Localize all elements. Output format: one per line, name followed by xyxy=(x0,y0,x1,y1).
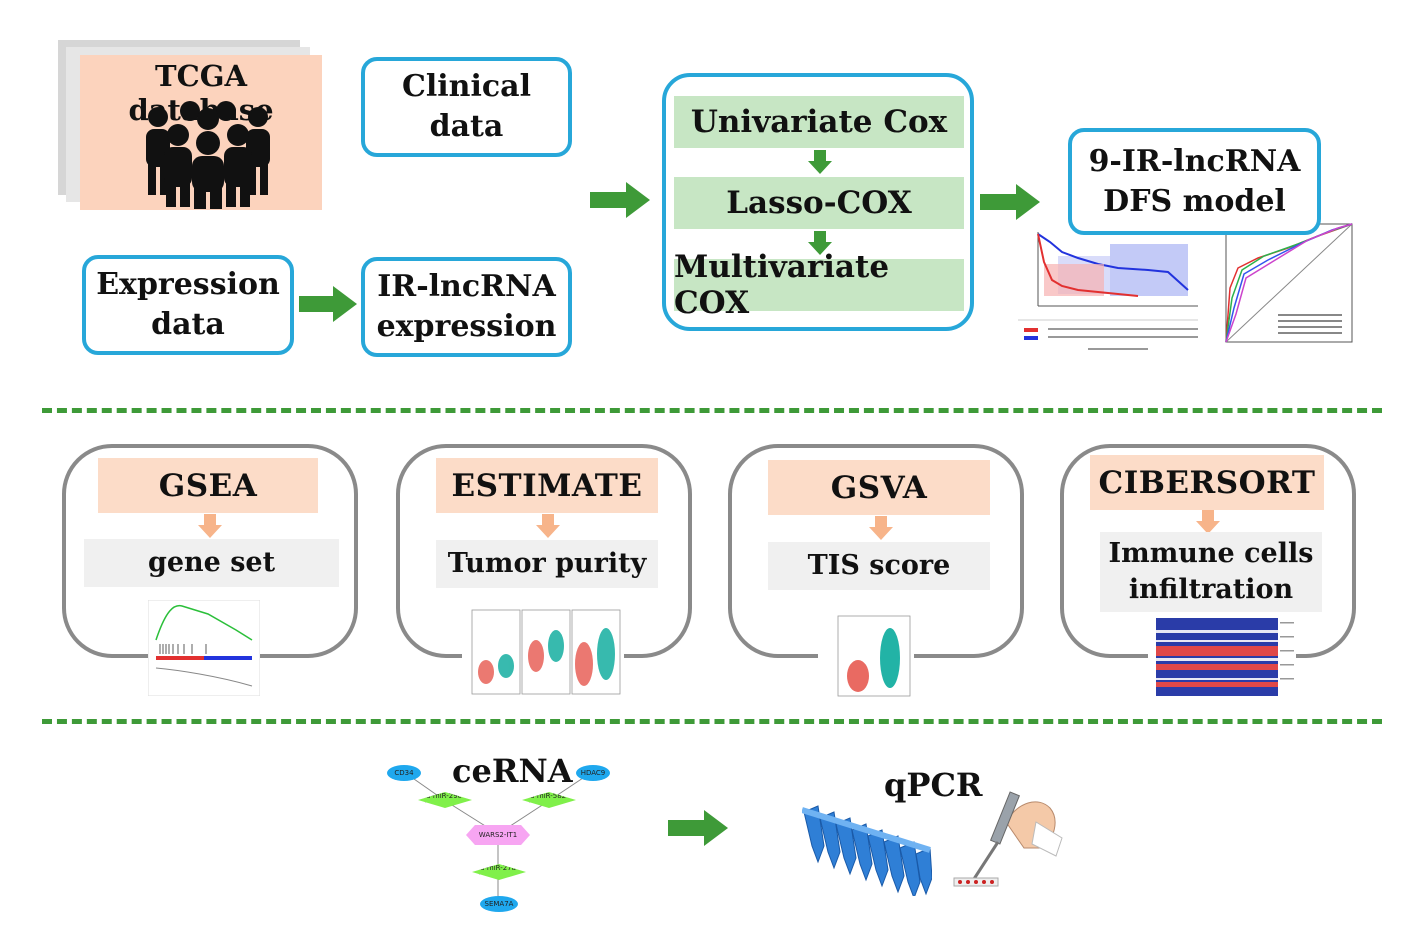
ir-lncrna-box: IR-lncRNA expression xyxy=(361,257,572,357)
clinical-line-1: Clinical xyxy=(402,69,531,104)
clinical-line-2: data xyxy=(429,109,504,144)
arrow-down-icon xyxy=(1196,510,1220,534)
estimate-result-line: Tumor purity xyxy=(447,548,647,579)
cibersort-result-line-1: Immune cells xyxy=(1108,538,1314,569)
arrow-down-icon xyxy=(869,516,893,540)
cibersort-method: CIBERSORT xyxy=(1090,455,1324,510)
arrow-right-icon xyxy=(299,286,357,322)
lasso-cox-step: Lasso-COX xyxy=(674,177,964,229)
expression-line-1: Expression xyxy=(96,267,280,302)
mrna-node-sema7a: SEMA7A xyxy=(480,896,518,912)
estimate-result: Tumor purity xyxy=(436,540,658,588)
section-divider xyxy=(42,408,1382,413)
gsva-method: GSVA xyxy=(768,460,990,515)
arrow-right-icon xyxy=(590,182,650,218)
arrow-down-icon xyxy=(198,514,222,538)
univariate-cox-step: Univariate Cox xyxy=(674,96,964,148)
mrna-node-cd34: CD34 xyxy=(387,765,421,781)
clinical-data-box: Clinical data xyxy=(361,57,572,157)
pipette-icon xyxy=(953,791,1063,887)
section-divider xyxy=(42,719,1382,724)
estimate-method: ESTIMATE xyxy=(436,458,658,513)
arrow-down-icon xyxy=(808,231,832,255)
cibersort-result-line-2: infiltration xyxy=(1128,574,1294,605)
arrow-right-icon xyxy=(980,184,1040,220)
violin-plot-thumbnail xyxy=(462,606,624,702)
roc-curve-thumbnail xyxy=(1208,218,1358,358)
survival-curve-thumbnail xyxy=(1018,224,1208,358)
qpcr-label: qPCR xyxy=(884,766,983,804)
arrow-right-icon xyxy=(668,810,728,846)
tis-violin-thumbnail xyxy=(818,614,914,704)
cox-analysis-box xyxy=(662,73,974,331)
tcga-card: TCGA database xyxy=(80,55,322,210)
model-line-2: DFS model xyxy=(1103,183,1286,219)
arrow-down-icon xyxy=(808,150,832,174)
people-icon xyxy=(146,101,270,209)
heatmap-thumbnail xyxy=(1148,616,1296,698)
gsea-method: GSEA xyxy=(98,458,318,513)
gsea-result-line: gene set xyxy=(147,547,276,578)
gsea-plot-thumbnail xyxy=(148,600,260,696)
arrow-down-icon xyxy=(536,514,560,538)
gsva-result: TIS score xyxy=(768,542,990,590)
cerna-label: ceRNA xyxy=(452,752,573,790)
gsea-result: gene set xyxy=(84,539,339,587)
irlnc-line-2: expression xyxy=(376,309,557,344)
cibersort-result: Immune cells infiltration xyxy=(1100,532,1322,612)
lncrna-node-center: WARS2-IT1 xyxy=(466,825,530,845)
gsva-result-line: TIS score xyxy=(807,550,951,581)
mrna-node-hdac9: HDAC9 xyxy=(576,765,610,781)
irlnc-line-1: IR-lncRNA xyxy=(377,269,556,304)
pcr-tubes-icon xyxy=(802,805,932,896)
multivariate-cox-step: Multivariate COX xyxy=(674,249,964,321)
expression-line-2: data xyxy=(151,307,225,342)
expression-data-box: Expression data xyxy=(82,255,294,355)
model-line-1: 9-IR-lncRNA xyxy=(1088,143,1301,179)
dfs-model-box: 9-IR-lncRNA DFS model xyxy=(1068,128,1321,235)
